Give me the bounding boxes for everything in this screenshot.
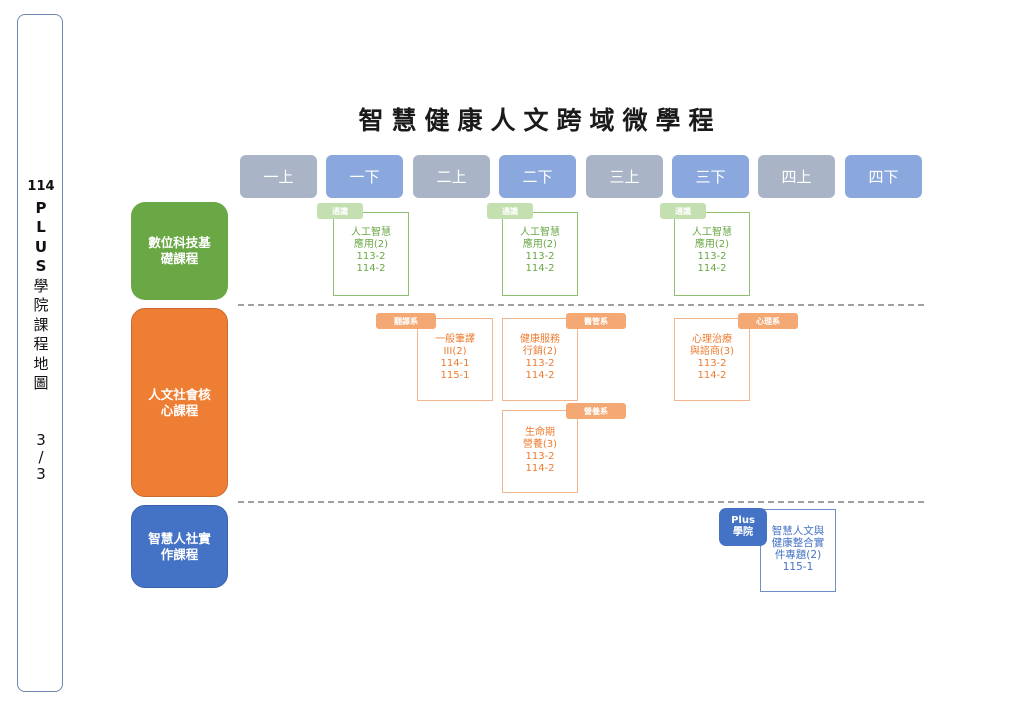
course-line: 與諮商(3) — [689, 346, 735, 357]
sidebar-char: 程 — [33, 335, 49, 353]
category-practice: 智慧人社實 作課程 — [131, 505, 228, 588]
course-line: 生命期 — [525, 427, 555, 438]
course-line: 114-2 — [697, 263, 727, 274]
semester-1-down: 一下 — [326, 155, 403, 198]
category-label-line: 作課程 — [160, 546, 199, 562]
course-line: 健康服務 — [520, 334, 560, 345]
course-tag: 營養系 — [566, 403, 626, 419]
sidebar-letter: L — [36, 218, 46, 236]
course-card: 健康服務 行銷(2) 113-2 114-2 — [502, 318, 578, 401]
course-line: 114-2 — [525, 463, 555, 474]
course-line: III(2) — [443, 346, 467, 357]
course-card: 一般筆譯 III(2) 114-1 115-1 — [417, 318, 493, 401]
semester-3-down: 三下 — [672, 155, 749, 198]
semester-2-down: 二下 — [499, 155, 576, 198]
row-divider — [238, 304, 924, 306]
sidebar-char: 地 — [33, 354, 49, 373]
course-line: 113-2 — [697, 251, 727, 262]
category-label-line: 智慧人社實 — [148, 530, 211, 546]
course-line: 行銷(2) — [522, 346, 558, 357]
sidebar-text: 114 P L U S 學 院 課 程 地 圖 3 / 3 — [18, 177, 64, 483]
sidebar-letter: S — [35, 257, 47, 275]
sidebar-char: 圖 — [33, 374, 49, 392]
semester-4-down: 四下 — [845, 155, 922, 198]
course-line: 113-2 — [356, 251, 386, 262]
course-line: 114-2 — [697, 370, 727, 381]
semester-2-up: 二上 — [413, 155, 490, 198]
course-line: 114-2 — [356, 263, 386, 274]
sidebar-panel: 114 P L U S 學 院 課 程 地 圖 3 / 3 — [17, 14, 63, 692]
category-digital: 數位科技基 礎課程 — [131, 202, 228, 300]
sidebar-gap — [18, 394, 64, 432]
course-line: 心理治療 — [692, 334, 732, 345]
category-label-line: 數位科技基 — [148, 235, 211, 250]
sidebar-char: 課 — [33, 315, 49, 334]
sidebar-char: 院 — [33, 296, 49, 314]
sidebar-letter: U — [34, 237, 48, 256]
course-tag: 翻譯系 — [376, 313, 436, 329]
course-line: 應用(2) — [353, 239, 389, 250]
course-tag: 通識 — [487, 203, 533, 219]
category-label-line: 礎課程 — [160, 251, 199, 266]
course-tag: 心理系 — [738, 313, 798, 329]
semester-3-up: 三上 — [586, 155, 663, 198]
course-card: 人工智慧 應用(2) 113-2 114-2 — [674, 212, 750, 296]
semester-1-up: 一上 — [240, 155, 317, 198]
sidebar-page: 3 — [36, 464, 46, 483]
sidebar-year: 114 — [27, 179, 55, 194]
course-tag: Plus 學院 — [719, 508, 767, 546]
course-line: 應用(2) — [522, 239, 558, 250]
course-line: 健康整合實 — [771, 537, 825, 549]
course-line: 114-1 — [440, 358, 470, 369]
course-line: 應用(2) — [694, 239, 730, 250]
course-line: 人工智慧 — [351, 227, 391, 238]
course-card: 人工智慧 應用(2) 113-2 114-2 — [333, 212, 409, 296]
tag-line: 學院 — [733, 527, 753, 538]
category-humanities: 人文社會核 心課程 — [131, 308, 228, 497]
course-line: 114-2 — [525, 370, 555, 381]
course-card: 智慧人文與 健康整合實 件專題(2) 115-1 — [760, 509, 836, 592]
course-line: 智慧人文與 — [771, 525, 825, 537]
course-tag: 通識 — [660, 203, 706, 219]
page-title: 智慧健康人文跨域微學程 — [358, 106, 722, 135]
sidebar-page: 3 — [36, 430, 46, 449]
course-line: 件專題(2) — [774, 549, 822, 561]
sidebar-char: 學 — [33, 276, 49, 295]
course-line: 113-2 — [525, 358, 555, 369]
course-card: 人工智慧 應用(2) 113-2 114-2 — [502, 212, 578, 296]
course-line: 113-2 — [525, 251, 555, 262]
row-divider — [238, 501, 924, 503]
tag-line: Plus — [731, 515, 755, 526]
course-line: 115-1 — [782, 561, 814, 573]
course-line: 人工智慧 — [520, 227, 560, 238]
category-label-line: 人文社會核 — [148, 386, 211, 402]
course-card: 生命期 營養(3) 113-2 114-2 — [502, 410, 578, 493]
sidebar-letter: P — [35, 198, 47, 217]
course-tag: 醫管系 — [566, 313, 626, 329]
course-line: 115-1 — [440, 370, 470, 381]
course-card: 心理治療 與諮商(3) 113-2 114-2 — [674, 318, 750, 401]
course-tag: 通識 — [317, 203, 363, 219]
course-line: 人工智慧 — [692, 227, 732, 238]
category-label-line: 心課程 — [160, 402, 199, 418]
course-line: 營養(3) — [522, 439, 558, 450]
course-line: 113-2 — [525, 451, 555, 462]
course-line: 一般筆譯 — [435, 334, 475, 345]
semester-4-up: 四上 — [758, 155, 835, 198]
sidebar-page: / — [38, 447, 44, 466]
course-line: 113-2 — [697, 358, 727, 369]
course-line: 114-2 — [525, 263, 555, 274]
